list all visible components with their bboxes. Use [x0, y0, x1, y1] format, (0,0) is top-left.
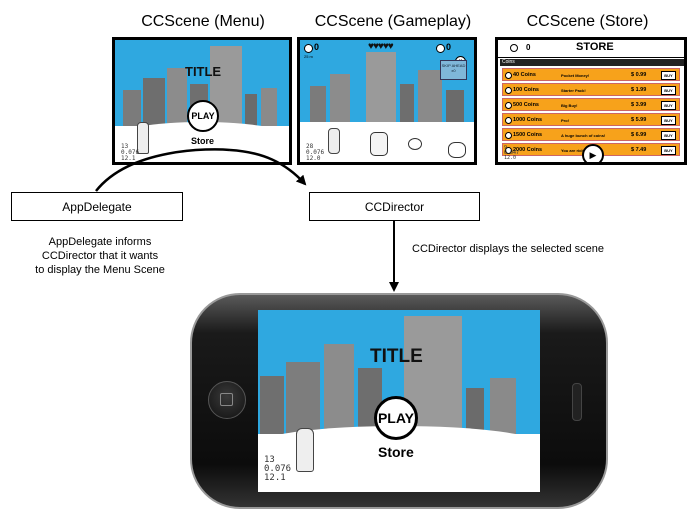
building	[324, 344, 354, 434]
store-scene-thumbnail: 0 STORE Coins 40 Coins Pocket Money! $ 0.9…	[495, 37, 687, 165]
appdelegate-note: AppDelegate informs CCDirector that it w…	[35, 236, 165, 276]
coin-icon	[304, 44, 313, 53]
building	[143, 78, 165, 126]
ninja-character	[328, 128, 340, 154]
coin-icon	[505, 102, 512, 109]
store-row-price: $ 7.49	[631, 147, 647, 153]
distance-label: 25 m	[304, 54, 313, 59]
enemy-creature	[408, 138, 422, 150]
store-row-price: $ 0.99	[631, 72, 647, 78]
store-row-amount: 500 Coins	[513, 102, 539, 108]
building	[366, 52, 396, 126]
store-row: 100 Coins Starter Pack! $ 1.99 BUY	[502, 83, 680, 96]
building	[310, 86, 326, 126]
store-row-desc: Big Buy!	[561, 103, 578, 108]
coin-count-left: 0	[314, 42, 320, 52]
building	[123, 90, 141, 126]
appdelegate-box: AppDelegate	[11, 192, 183, 221]
building	[286, 362, 320, 434]
store-row-amount: 1500 Coins	[513, 132, 543, 138]
ninja-character	[296, 428, 314, 472]
store-scene-title: CCScene (Store)	[526, 13, 649, 30]
speaker-grille	[572, 383, 582, 421]
store-title: STORE	[576, 41, 614, 53]
building	[446, 90, 464, 126]
store-row-price: $ 1.99	[631, 87, 647, 93]
store-row: 1500 Coins A huge bunch of coins! $ 6.99 BU…	[502, 128, 680, 141]
ninja-character	[137, 122, 149, 154]
store-row-amount: 40 Coins	[513, 72, 536, 78]
store-row-price: $ 5.99	[631, 117, 647, 123]
store-row-desc: You are rich	[561, 148, 584, 153]
store-coin-count: 0	[526, 43, 531, 52]
store-row: 40 Coins Pocket Money! $ 0.99 BUY	[502, 68, 680, 81]
store-row-price: $ 3.99	[631, 102, 647, 108]
coin-count-right: 0	[446, 42, 452, 52]
menu-scene-title: CCScene (Menu)	[141, 13, 265, 30]
store-section-label: Coins	[500, 59, 684, 66]
store-row-desc: Pocket Money!	[561, 73, 590, 78]
buy-button: BUY	[661, 101, 676, 110]
arrow-appdelegate-to-menu	[95, 148, 231, 192]
store-row-desc: Pro!	[561, 118, 569, 123]
barrel-obstacle	[370, 132, 388, 156]
gameplay-scene-title: CCScene (Gameplay)	[314, 13, 472, 30]
store-row-desc: A huge bunch of coins!	[561, 133, 606, 138]
store-header: 0 STORE	[498, 40, 684, 58]
building	[466, 388, 484, 434]
scene-title-text: TITLE	[370, 346, 423, 367]
coin-icon	[510, 44, 518, 52]
buy-button: BUY	[661, 86, 676, 95]
arrow-to-ccdirector	[229, 148, 307, 186]
play-button: PLAY	[374, 396, 418, 440]
coin-icon	[436, 44, 445, 53]
store-row-amount: 1000 Coins	[513, 117, 543, 123]
home-button	[208, 381, 246, 419]
coin-icon	[505, 117, 512, 124]
ccdirector-note: CCDirector displays the selected scene	[412, 243, 604, 255]
lives-hearts: ♥♥♥♥♥	[368, 41, 394, 52]
building	[418, 70, 442, 126]
buy-button: BUY	[661, 131, 676, 140]
skip-ahead-button: SKIP AHEAD x0	[440, 60, 467, 80]
store-label: Store	[378, 444, 414, 460]
buy-button: BUY	[661, 116, 676, 125]
store-row-desc: Starter Pack!	[561, 88, 586, 93]
store-row-amount: 100 Coins	[513, 87, 539, 93]
store-row: 1000 Coins Pro! $ 5.99 BUY	[502, 113, 680, 126]
gameplay-scene-thumbnail: 0 25 m ♥♥♥♥♥ 0 II SKIP AHEAD x0 280.0761…	[297, 37, 477, 165]
store-label: Store	[191, 136, 215, 146]
store-row-amount: 2000 Coins	[513, 147, 543, 153]
coin-icon	[505, 147, 512, 154]
building	[167, 68, 187, 126]
coin-icon	[505, 132, 512, 139]
play-button: PLAY	[187, 100, 219, 132]
enemy-creature	[448, 142, 466, 158]
building	[245, 94, 257, 126]
store-row-price: $ 6.99	[631, 132, 647, 138]
building	[400, 84, 414, 126]
coin-icon	[505, 87, 512, 94]
building	[490, 378, 516, 434]
building	[261, 88, 277, 126]
store-row: 500 Coins Big Buy! $ 3.99 BUY	[502, 98, 680, 111]
coin-icon	[505, 72, 512, 79]
building	[260, 376, 284, 434]
play-icon: ▶	[582, 144, 604, 162]
buy-button: BUY	[661, 71, 676, 80]
ccdirector-box: CCDirector	[309, 192, 480, 221]
building	[330, 74, 350, 126]
scene-title-text: TITLE	[185, 64, 222, 79]
buy-button: BUY	[661, 146, 676, 155]
